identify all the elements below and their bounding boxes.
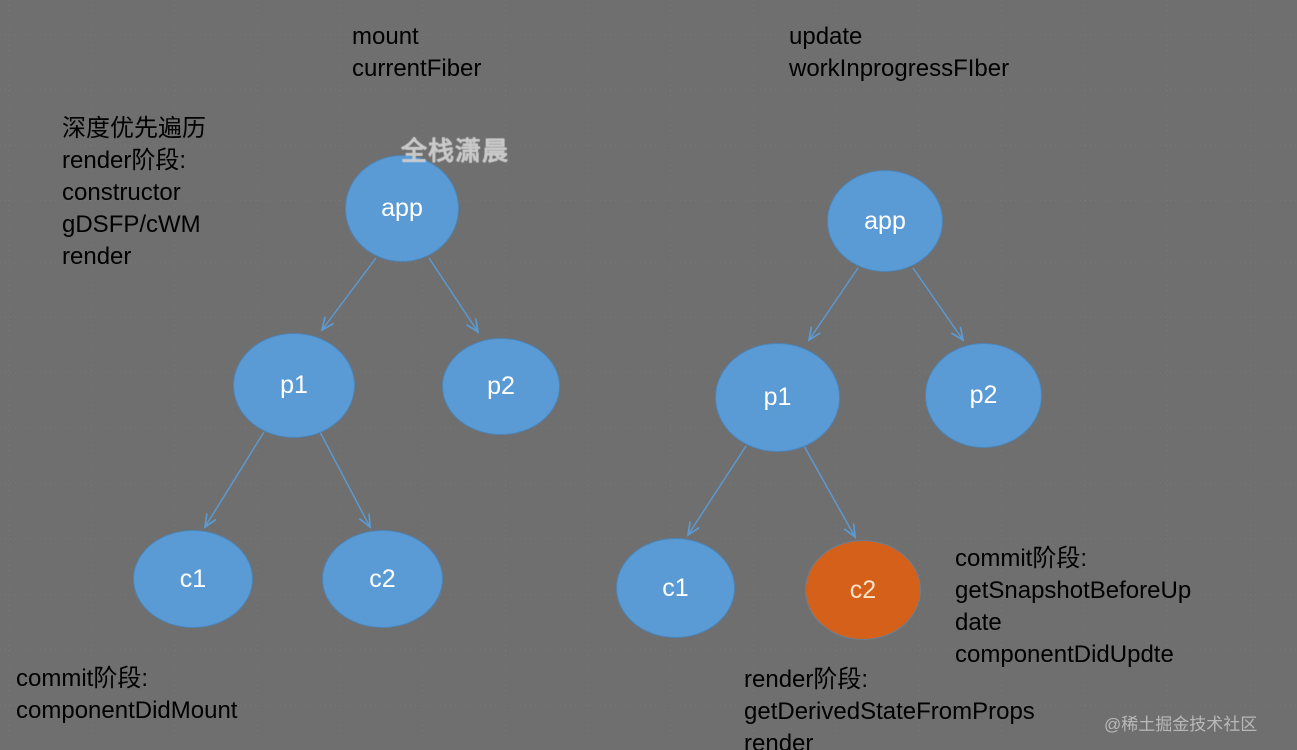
node-label: c2 [849,575,877,604]
edge-p1-c1-r [688,445,747,535]
watermark-center: 全栈潇晨 [401,136,510,166]
edge-app-p2-r [912,267,963,340]
node-label: c1 [179,564,207,593]
node-left-p2: p2 [442,338,560,435]
node-label: p1 [763,383,792,411]
node-right-p1: p1 [715,343,840,452]
right-commit-phase-note: commit阶段: getSnapshotBeforeUp date compo… [955,545,1192,668]
node-left-c2: c2 [322,530,443,628]
node-label: c1 [662,573,689,602]
edge-p1-c2 [319,431,370,527]
node-label: p2 [487,372,515,400]
node-left-c1: c1 [133,530,253,628]
node-right-app: app [827,170,943,272]
edge-p1-c1 [205,431,265,527]
node-label: app [381,194,423,222]
update-heading: update workInprogressFIber [789,23,1010,82]
mount-heading: mount currentFiber [352,23,482,82]
node-right-p2: p2 [925,343,1042,448]
edge-app-p2 [428,257,478,332]
node-label: p2 [969,381,998,409]
node-right-c1: c1 [616,538,735,638]
left-render-phase-note: 深度优先遍历 render阶段: constructor gDSFP/cWM r… [62,115,206,270]
node-label: p1 [280,371,308,399]
node-label: app [864,206,906,235]
node-left-app: app [345,155,459,262]
node-right-c2: c2 [805,540,921,640]
node-label: c2 [369,564,396,593]
left-commit-phase-note: commit阶段: componentDidMount [16,665,238,724]
edge-app-p1-r [809,267,859,340]
right-render-phase-note: render阶段: getDerivedStateFromProps rende… [744,666,1035,750]
watermark-corner: @稀土掘金技术社区 [1104,715,1258,734]
edge-app-p1 [322,257,377,330]
node-left-p1: p1 [233,333,355,438]
edge-p1-c2-r [803,445,855,537]
